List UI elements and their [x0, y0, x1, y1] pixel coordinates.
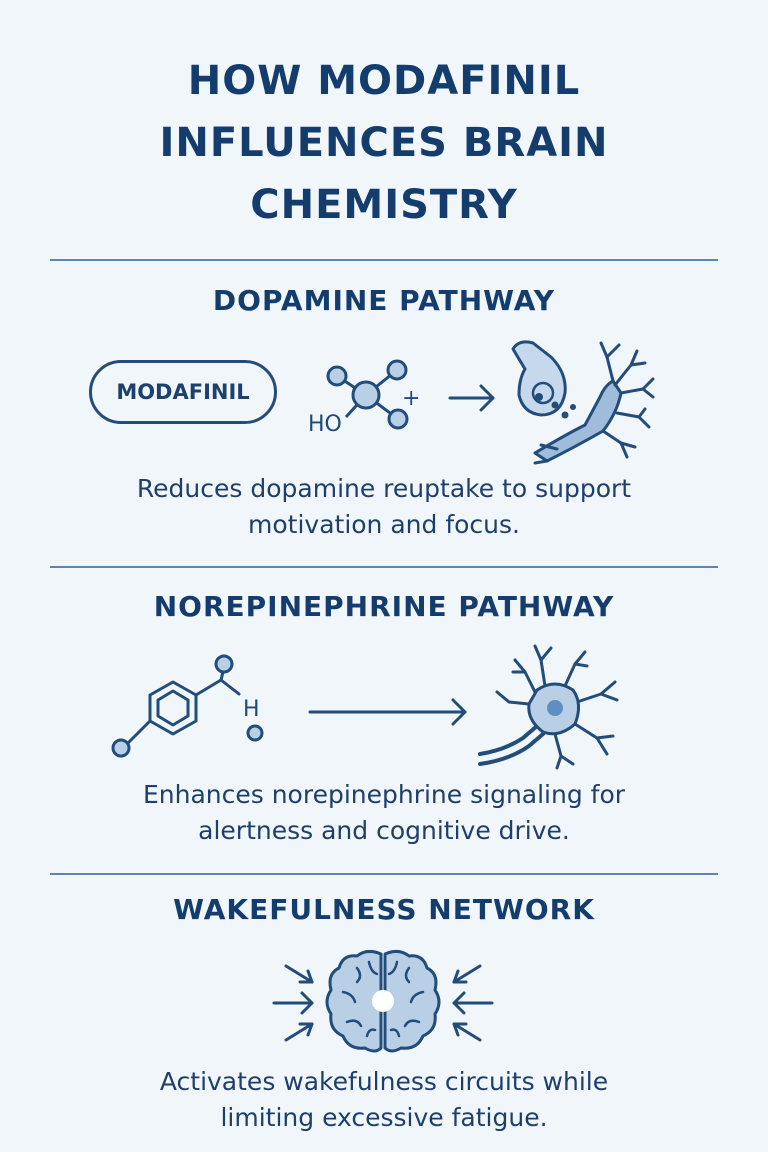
norepinephrine-description: Enhances norepinephrine signaling for al… [0, 777, 768, 849]
wakefulness-description: Activates wakefulness circuits while lim… [0, 1064, 768, 1136]
wakefulness-desc-line-1: Activates wakefulness circuits while [159, 1067, 609, 1096]
section-divider-2 [50, 566, 718, 568]
title-line-1: HOW MODAFINIL [187, 58, 581, 104]
wakefulness-heading: WAKEFULNESS NETWORK [173, 893, 595, 926]
neuron-synapse-icon [511, 340, 655, 465]
norepinephrine-heading: NOREPINEPHRINE PATHWAY [153, 590, 615, 623]
title-line-2: INFLUENCES BRAIN [159, 120, 609, 166]
brain-icon [325, 949, 441, 1053]
molecule-icon: HO + [308, 359, 420, 437]
neuron-icon [478, 644, 619, 770]
title-line-3: CHEMISTRY [250, 182, 518, 228]
modafinil-pill: MODAFINIL [89, 360, 277, 424]
converging-arrows-icon [272, 964, 494, 1042]
section-divider-3 [50, 873, 718, 875]
page-title: HOW MODAFINIL INFLUENCES BRAIN CHEMISTRY [0, 50, 768, 236]
dopamine-description: Reduces dopamine reuptake to support mot… [0, 471, 768, 543]
section-divider-1 [50, 259, 718, 261]
arrow-right-icon [308, 698, 467, 726]
wakefulness-desc-line-2: limiting excessive fatigue. [220, 1103, 548, 1132]
ho-label: HO [308, 412, 342, 437]
dopamine-desc-line-2: motivation and focus. [248, 510, 520, 539]
benzene-molecule-icon: H [111, 654, 264, 758]
norepinephrine-desc-line-1: Enhances norepinephrine signaling for [142, 780, 626, 809]
norepinephrine-desc-line-2: alertness and cognitive drive. [198, 816, 570, 845]
plus-label: + [402, 386, 420, 411]
dopamine-desc-line-1: Reduces dopamine reuptake to support [136, 474, 632, 503]
h-label: H [243, 697, 260, 722]
arrow-right-icon [448, 384, 495, 412]
modafinil-pill-label: MODAFINIL [116, 380, 250, 404]
dopamine-heading: DOPAMINE PATHWAY [212, 284, 556, 317]
